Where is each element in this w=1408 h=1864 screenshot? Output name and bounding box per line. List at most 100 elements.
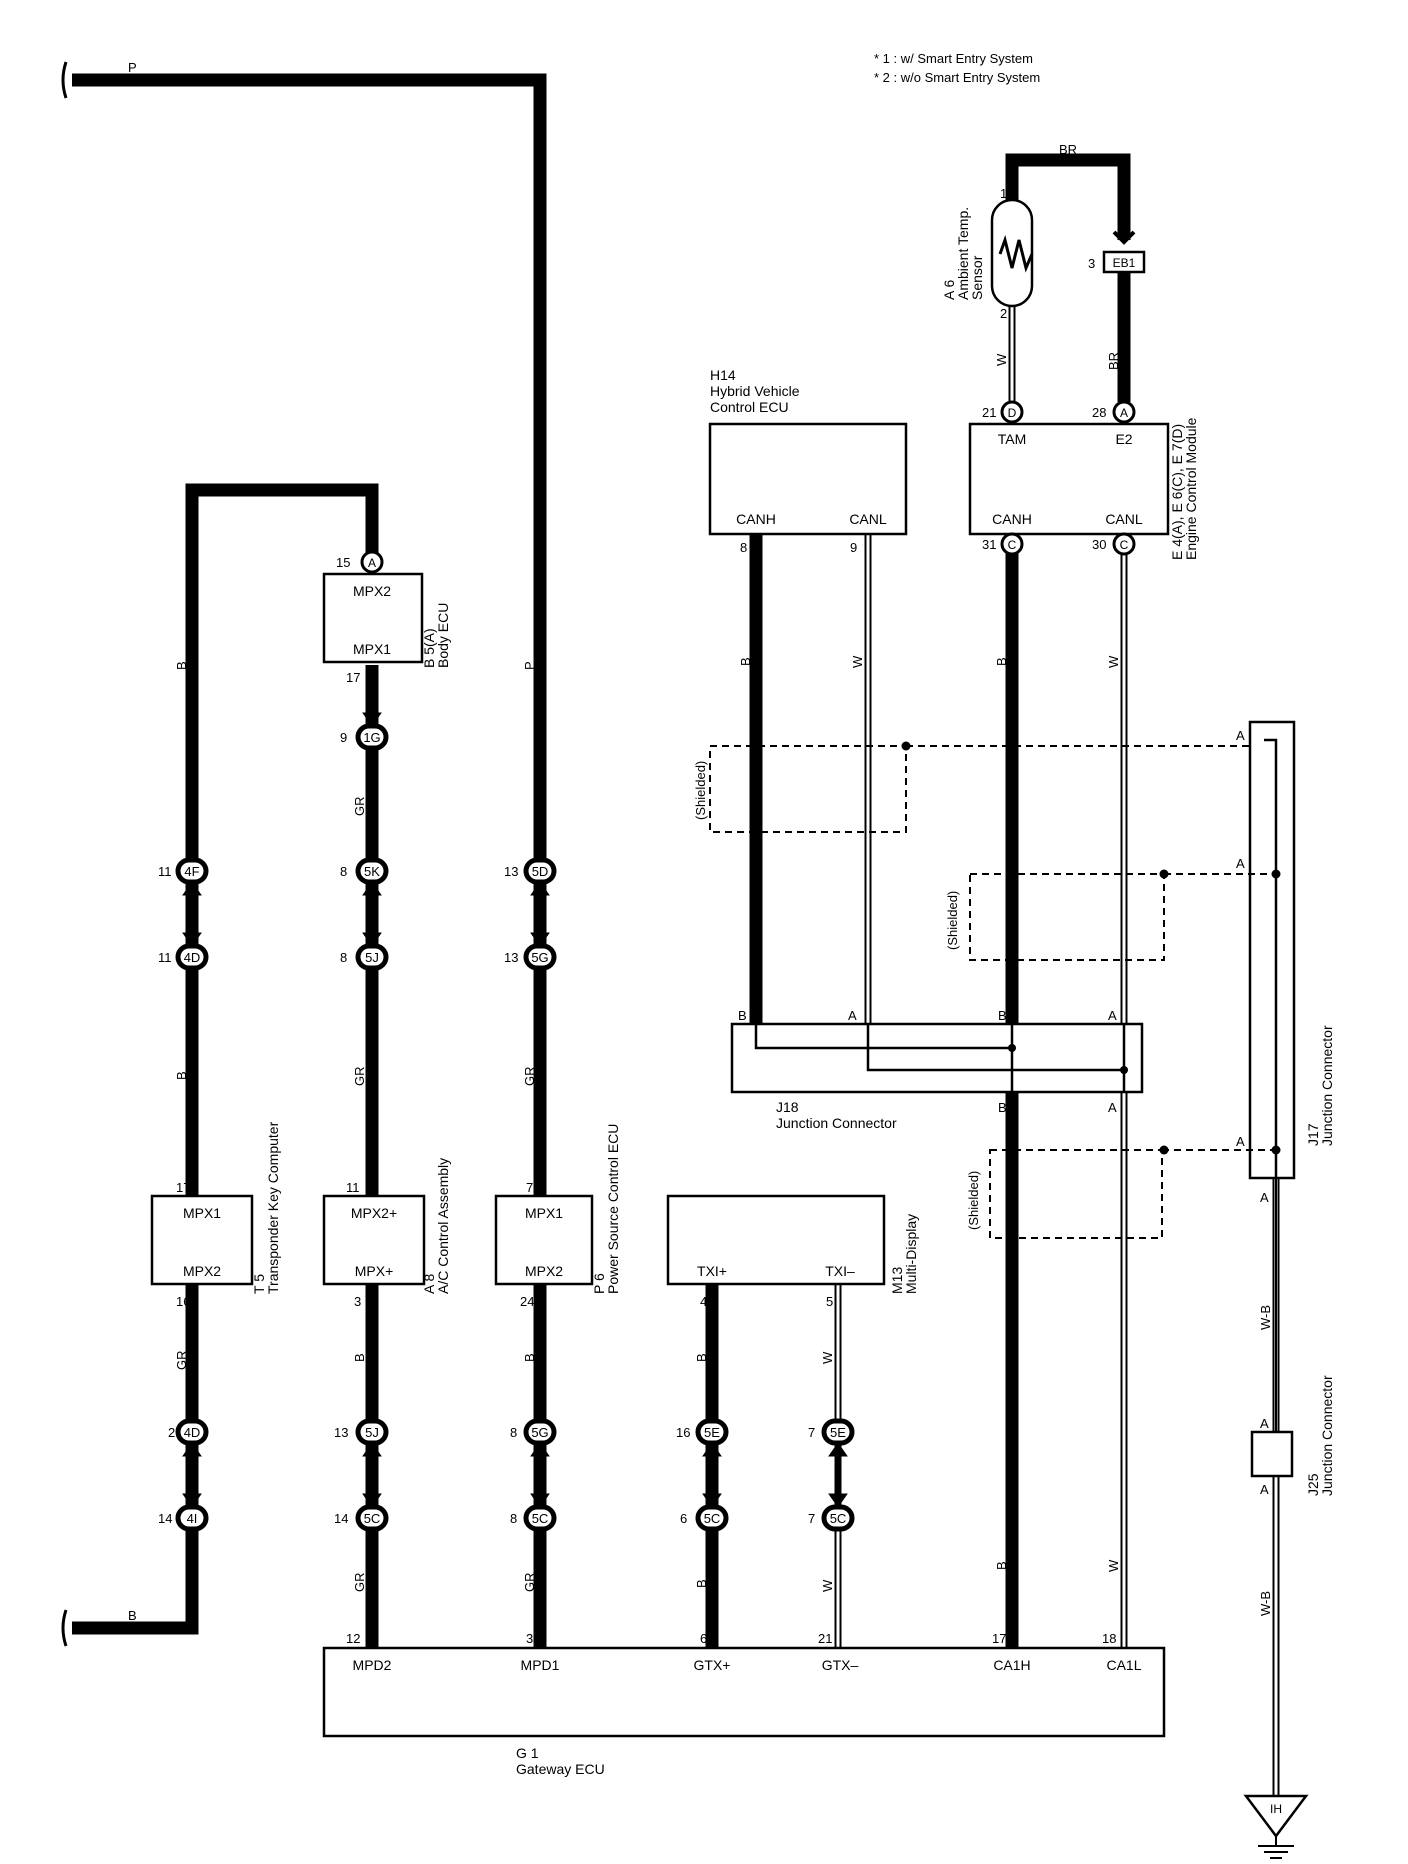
j18-internal <box>754 1024 1126 1092</box>
mating-arrows <box>182 712 848 1508</box>
shield-3 <box>989 1149 1163 1239</box>
svg-text:GR: GR <box>352 1067 367 1087</box>
shielded-label-1: (Shielded) <box>693 761 708 820</box>
svg-text:14: 14 <box>158 1511 172 1526</box>
svg-text:5C: 5C <box>532 1511 549 1526</box>
j18-box <box>730 1022 1144 1094</box>
svg-text:MPX1: MPX1 <box>525 1205 563 1221</box>
svg-text:Body ECU: Body ECU <box>435 603 451 668</box>
svg-text:4: 4 <box>700 1294 707 1309</box>
svg-text:J25: J25 <box>1305 1473 1321 1496</box>
svg-text:11: 11 <box>158 950 172 965</box>
svg-text:30: 30 <box>1092 537 1106 552</box>
svg-text:5E: 5E <box>830 1425 846 1440</box>
t5-box <box>150 1194 254 1286</box>
svg-text:B: B <box>522 1353 537 1362</box>
svg-text:5C: 5C <box>364 1511 381 1526</box>
svg-text:8: 8 <box>510 1425 517 1440</box>
svg-text:BR: BR <box>1059 142 1077 157</box>
svg-text:W: W <box>994 353 1009 366</box>
svg-text:H14: H14 <box>710 367 736 383</box>
m13-box <box>666 1194 886 1286</box>
svg-text:31: 31 <box>982 537 996 552</box>
svg-text:3: 3 <box>1088 256 1095 271</box>
svg-text:D: D <box>1008 406 1017 420</box>
svg-text:B: B <box>128 1608 137 1623</box>
svg-text:P 6: P 6 <box>591 1273 607 1294</box>
svg-text:8: 8 <box>740 540 747 555</box>
body-ecu-box <box>322 572 424 664</box>
a8-box <box>322 1194 426 1286</box>
svg-text:A 8: A 8 <box>421 1274 437 1294</box>
svg-text:MPD1: MPD1 <box>521 1657 560 1673</box>
svg-text:A: A <box>1236 728 1245 743</box>
svg-text:17: 17 <box>176 1180 190 1195</box>
svg-text:24: 24 <box>520 1294 534 1309</box>
svg-text:CA1H: CA1H <box>993 1657 1030 1673</box>
svg-text:Sensor: Sensor <box>969 255 985 300</box>
svg-text:14: 14 <box>334 1511 348 1526</box>
svg-text:17: 17 <box>346 670 360 685</box>
svg-text:12: 12 <box>346 1631 360 1646</box>
svg-text:A: A <box>1260 1416 1269 1431</box>
svg-text:21: 21 <box>982 405 996 420</box>
svg-text:M13: M13 <box>889 1267 905 1294</box>
g1-box <box>322 1646 1166 1738</box>
svg-text:13: 13 <box>334 1425 348 1440</box>
svg-text:7: 7 <box>808 1511 815 1526</box>
svg-text:A: A <box>1108 1100 1117 1115</box>
svg-text:16: 16 <box>676 1425 690 1440</box>
pin-circles: A D A C C <box>360 400 1136 574</box>
svg-text:CANH: CANH <box>736 511 776 527</box>
p6-box <box>494 1194 594 1286</box>
svg-text:1G: 1G <box>363 730 380 745</box>
svg-text:5G: 5G <box>531 1425 548 1440</box>
svg-text:B: B <box>994 657 1009 666</box>
svg-text:5G: 5G <box>531 950 548 965</box>
svg-text:5J: 5J <box>365 950 379 965</box>
svg-text:MPX1: MPX1 <box>183 1205 221 1221</box>
svg-text:GTX–: GTX– <box>822 1657 859 1673</box>
h14-box <box>708 422 908 536</box>
thick-wires <box>72 73 1131 1650</box>
svg-text:7: 7 <box>808 1425 815 1440</box>
svg-text:C: C <box>1008 538 1017 552</box>
svg-text:9: 9 <box>850 540 857 555</box>
j17-box <box>1248 720 1296 1180</box>
thermistor-symbol <box>998 234 1034 273</box>
svg-text:GR: GR <box>522 1573 537 1593</box>
j25-box <box>1250 1430 1294 1478</box>
svg-text:11: 11 <box>158 864 172 879</box>
svg-text:CANL: CANL <box>849 511 887 527</box>
svg-text:E 4(A), E 6(C), E 7(D): E 4(A), E 6(C), E 7(D) <box>1169 424 1185 560</box>
svg-text:GTX+: GTX+ <box>694 1657 731 1673</box>
svg-text:11: 11 <box>346 1180 360 1195</box>
svg-text:MPX2: MPX2 <box>183 1263 221 1279</box>
svg-text:Multi-Display: Multi-Display <box>903 1214 919 1294</box>
svg-text:Power Source Control ECU: Power Source Control ECU <box>605 1124 621 1294</box>
svg-text:CANL: CANL <box>1105 511 1143 527</box>
wire-end-top <box>61 61 68 99</box>
svg-text:2: 2 <box>1000 306 1007 321</box>
svg-text:GR: GR <box>352 1573 367 1593</box>
svg-text:5C: 5C <box>704 1511 721 1526</box>
svg-text:W-B: W-B <box>1258 1305 1273 1330</box>
svg-text:A: A <box>1236 856 1245 871</box>
svg-text:B: B <box>738 657 753 666</box>
junction-pin-letters: B A B A B A A A A A A A <box>738 728 1269 1497</box>
svg-text:8: 8 <box>340 950 347 965</box>
svg-text:8: 8 <box>340 864 347 879</box>
pin-numbers: 15 17 9 11 8 13 11 8 13 17 11 7 16 3 24 … <box>158 186 1116 1646</box>
svg-text:W: W <box>820 1351 835 1364</box>
svg-text:9: 9 <box>340 730 347 745</box>
svg-text:P: P <box>128 60 137 75</box>
svg-text:A: A <box>368 556 376 570</box>
svg-text:15: 15 <box>336 555 350 570</box>
eb1-arrow <box>1112 230 1136 245</box>
svg-text:3: 3 <box>526 1631 533 1646</box>
svg-text:W: W <box>850 655 865 668</box>
svg-text:A: A <box>1260 1190 1269 1205</box>
svg-text:2: 2 <box>168 1425 175 1440</box>
svg-text:B 5(A): B 5(A) <box>421 628 437 668</box>
